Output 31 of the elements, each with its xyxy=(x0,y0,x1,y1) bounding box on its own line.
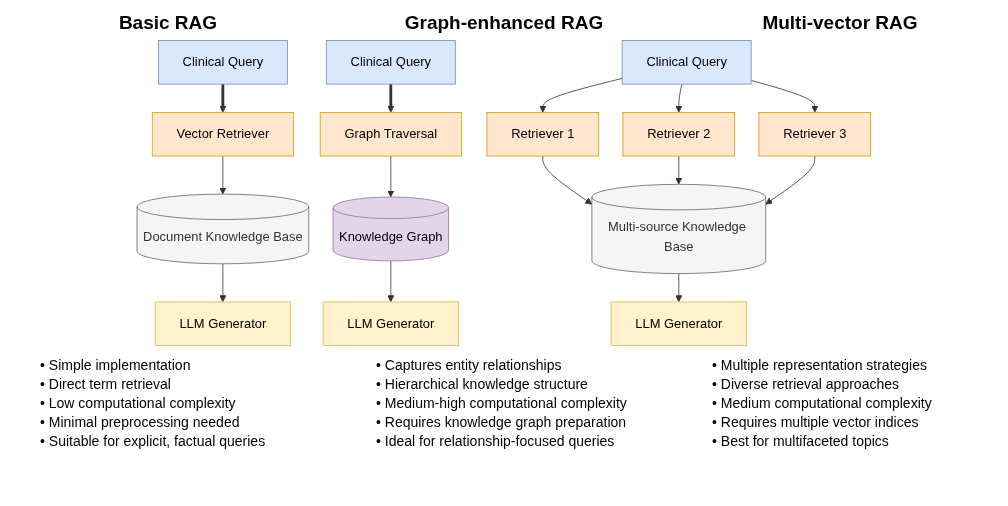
bullet-text: • Suitable for explicit, factual queries xyxy=(40,433,266,449)
column-title: Graph-enhanced RAG xyxy=(404,12,604,34)
node-box: Retriever 2 xyxy=(622,112,736,157)
bullet-text: • Captures entity relationships xyxy=(376,357,562,373)
column-title: Basic RAG xyxy=(118,12,218,34)
node-box: LLM Generator xyxy=(322,301,460,346)
bullet-text: • Simple implementation xyxy=(40,357,191,373)
bullet-text: • Best for multifaceted topics xyxy=(712,433,889,449)
node-box: Retriever 1 xyxy=(486,112,600,157)
node-box: Retriever 3 xyxy=(758,112,872,157)
bullet-text: • Ideal for relationship-focused queries xyxy=(376,433,615,449)
bullet-text: • Requires multiple vector indices xyxy=(712,414,919,430)
node-box: LLM Generator xyxy=(154,301,292,346)
bullet-text: • Minimal preprocessing needed xyxy=(40,414,240,430)
node-box: Clinical Query xyxy=(621,40,752,85)
bullet-text: • Hierarchical knowledge structure xyxy=(376,376,588,392)
bullet-text: • Medium-high computational complexity xyxy=(376,395,627,411)
bullet-text: • Direct term retrieval xyxy=(40,376,171,392)
column-title: Multi-vector RAG xyxy=(762,12,918,34)
node-box: Vector Retriever xyxy=(152,112,295,157)
arrow xyxy=(219,84,227,113)
node-box: Graph Traversal xyxy=(319,112,462,157)
bullet-text: • Low computational complexity xyxy=(40,395,236,411)
node-box: LLM Generator xyxy=(610,301,748,346)
bullet-text: • Medium computational complexity xyxy=(712,395,932,411)
bullet-text: • Diverse retrieval approaches xyxy=(712,376,899,392)
arrow xyxy=(387,84,395,113)
node-box: Clinical Query xyxy=(158,40,288,85)
bullet-text: • Requires knowledge graph preparation xyxy=(376,414,627,430)
bullet-text: • Multiple representation strategies xyxy=(712,357,927,373)
node-box: Clinical Query xyxy=(326,40,456,85)
